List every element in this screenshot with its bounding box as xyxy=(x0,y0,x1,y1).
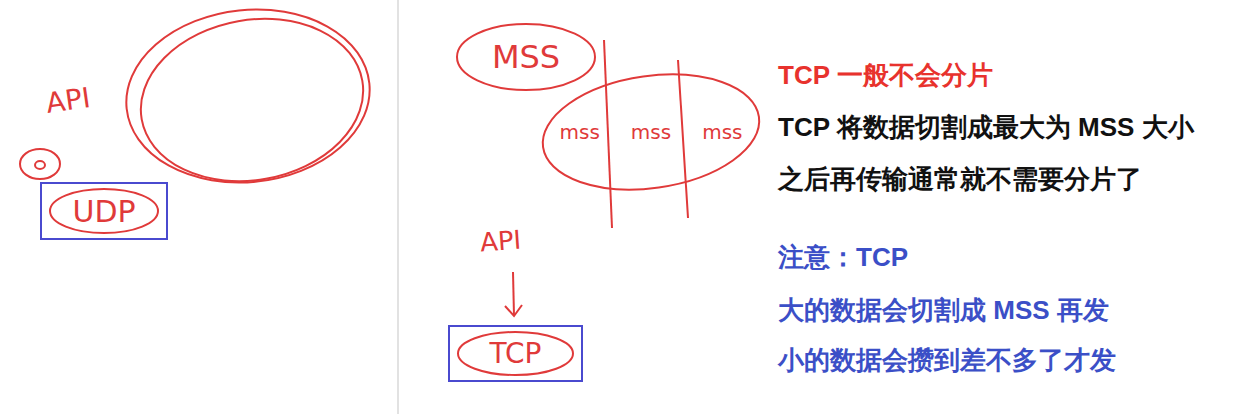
divider-line xyxy=(397,0,399,414)
ellipse-node: mss mss mss xyxy=(540,74,762,190)
heading-text: TCP 一般不会分片 xyxy=(778,58,993,93)
split-line xyxy=(604,40,612,228)
body-text: TCP 将数据切割成最大为 MSS 大小 xyxy=(778,110,1194,145)
api-label: API xyxy=(479,225,522,258)
ellipse-node: MSS xyxy=(455,22,597,92)
hand-ellipse xyxy=(457,24,595,90)
node-text: TCP xyxy=(490,337,542,370)
protocol-box: UDP xyxy=(40,182,168,240)
api-ellipse xyxy=(118,0,379,194)
hand-ellipse xyxy=(50,189,158,233)
node-text: mss xyxy=(631,120,671,144)
split-line xyxy=(678,60,688,218)
node-text: mss xyxy=(560,120,600,144)
arrow-line xyxy=(513,272,514,316)
node-text: UDP xyxy=(72,194,135,229)
note-text: 大的数据会切割成 MSS 再发 xyxy=(778,293,1109,328)
api-label: API xyxy=(44,81,92,120)
note-text: 注意：TCP xyxy=(778,240,908,275)
small-circle xyxy=(20,149,60,179)
protocol-box: TCP xyxy=(448,325,583,382)
node-text: MSS xyxy=(492,38,560,76)
hand-ellipse xyxy=(458,332,573,375)
api-ellipse-inner xyxy=(128,2,376,198)
hand-ellipse xyxy=(535,61,766,202)
note-text: 小的数据会攒到差不多了才发 xyxy=(778,343,1116,378)
arrow-head xyxy=(505,305,522,316)
node-text: mss xyxy=(702,120,742,144)
small-dot xyxy=(35,161,45,169)
body-text: 之后再传输通常就不需要分片了 xyxy=(778,162,1142,197)
